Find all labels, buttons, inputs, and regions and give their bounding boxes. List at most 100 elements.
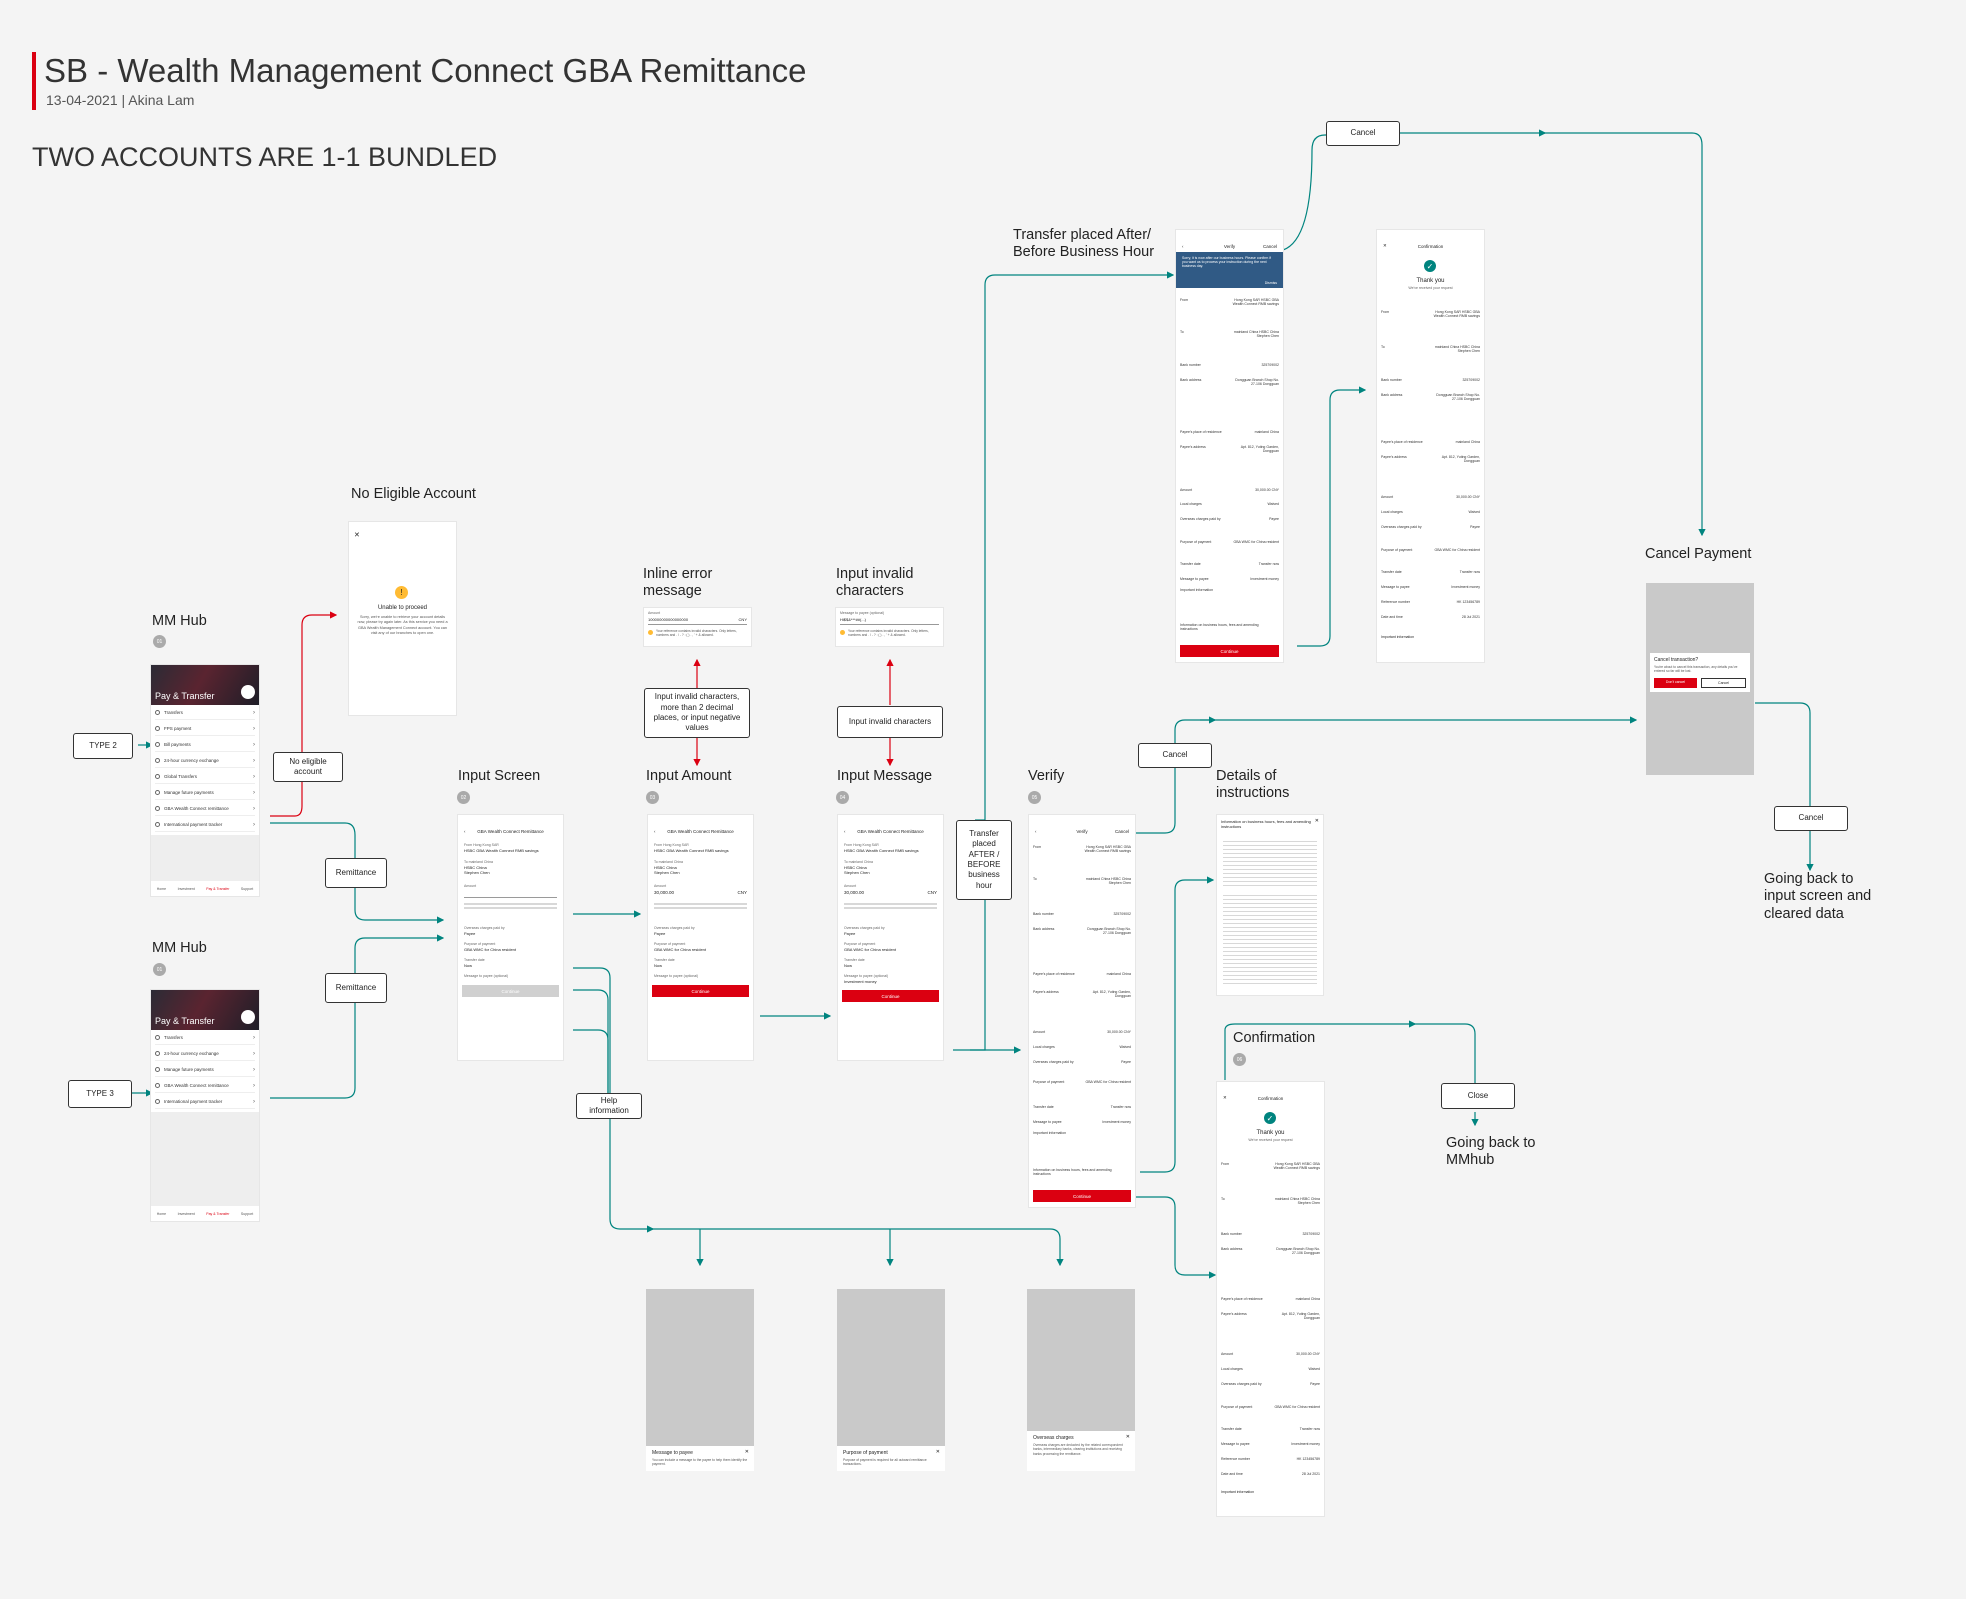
type2-box: TYPE 2 xyxy=(73,733,133,759)
chevron-right-icon: › xyxy=(253,757,255,764)
nav-pay-transfer[interactable]: Pay & Transfer xyxy=(206,886,230,891)
avatar[interactable] xyxy=(241,1010,255,1024)
hub-item[interactable]: Transfers› xyxy=(155,1031,255,1045)
close-icon[interactable]: ✕ xyxy=(744,1449,749,1455)
avatar[interactable] xyxy=(241,685,255,699)
continue-button[interactable]: Continue xyxy=(842,990,939,1002)
dont-cancel-button[interactable]: Don't cancel xyxy=(1654,677,1697,688)
step-badge-amount: 03 xyxy=(646,791,659,804)
verify-cancel-link[interactable]: Cancel xyxy=(1262,243,1277,249)
hub-item[interactable]: Bill payments› xyxy=(155,738,255,752)
hub-item[interactable]: International payment tracker› xyxy=(155,1095,255,1109)
close-icon[interactable]: ✕ xyxy=(1383,243,1387,248)
label-input-screen: Input Screen xyxy=(458,768,541,784)
nav-home[interactable]: Home xyxy=(156,886,167,891)
verify-cancel-link[interactable]: Cancel xyxy=(1114,828,1129,834)
purpose-value[interactable]: GBA WMC for China resident xyxy=(464,947,517,952)
label-confirmation: Confirmation xyxy=(1233,1030,1316,1046)
confirm-cancel-button[interactable]: Cancel xyxy=(1701,677,1746,688)
amount-value[interactable]: 30,000.00 xyxy=(654,890,675,895)
continue-button-disabled[interactable]: Continue xyxy=(462,985,559,997)
hub-item[interactable]: FPS payment› xyxy=(155,722,255,736)
chevron-right-icon: › xyxy=(253,741,255,748)
bottom-nav: Home Investment Pay & Transfer Support xyxy=(151,880,259,896)
charges-label: Overseas charges paid by xyxy=(464,926,505,930)
close-icon[interactable]: ✕ xyxy=(1314,818,1319,824)
close-icon[interactable]: ✕ xyxy=(1223,1095,1227,1100)
hub-item[interactable]: GBA Wealth Connect remittance› xyxy=(155,1079,255,1093)
screen-cancel-payment: Cancel transaction? You're about to canc… xyxy=(1646,583,1754,775)
hub-item[interactable]: GBA Wealth Connect remittance› xyxy=(155,802,255,816)
label-mm-hub-1: MM Hub xyxy=(152,613,207,629)
hub-item[interactable]: International payment tracker› xyxy=(155,818,255,832)
back-icon[interactable]: ‹ xyxy=(654,828,656,834)
nav-pay-transfer[interactable]: Pay & Transfer xyxy=(206,1211,230,1216)
confirm-header: ✕Confirmation xyxy=(1223,1095,1284,1101)
info-link[interactable]: Information on business hours, fees and … xyxy=(1033,1168,1112,1176)
chevron-right-icon: › xyxy=(253,1066,255,1073)
back-icon[interactable]: ‹ xyxy=(1182,243,1184,249)
amount-input[interactable] xyxy=(464,897,557,898)
help-sheet: Purpose of payment ✕ Purpose of payment … xyxy=(837,1446,945,1471)
check-icon: ✓ xyxy=(1264,1112,1276,1124)
nav-home[interactable]: Home xyxy=(156,1211,167,1216)
step-badge-hub1: 01 xyxy=(153,635,166,648)
label-mm-hub-2: MM Hub xyxy=(152,940,207,956)
close-icon[interactable]: ✕ xyxy=(1125,1434,1130,1440)
banner-dismiss[interactable]: Dismiss xyxy=(1264,281,1277,285)
hub-item[interactable]: Global Transfers› xyxy=(155,770,255,784)
date-value[interactable]: Now xyxy=(464,963,473,968)
connector-verify-details xyxy=(1140,876,1215,1173)
hub-item[interactable]: Manage future payments› xyxy=(155,786,255,800)
verify-continue-button[interactable]: Continue xyxy=(1033,1190,1131,1202)
connector-verify-confirm xyxy=(1136,1196,1217,1279)
message-value[interactable]: Investment money xyxy=(844,979,877,984)
back-icon[interactable]: ‹ xyxy=(1035,828,1037,834)
step-badge-confirm: 06 xyxy=(1233,1053,1246,1066)
type3-box: TYPE 3 xyxy=(68,1080,132,1108)
verify-continue-button[interactable]: Continue xyxy=(1180,645,1279,657)
charges-value[interactable]: Payee xyxy=(464,931,476,936)
amount-error-text: Your reference contains invalid characte… xyxy=(656,629,737,638)
connector-help-lines xyxy=(573,967,1064,1267)
close-icon[interactable]: ✕ xyxy=(354,532,360,539)
nav-support[interactable]: Support xyxy=(240,1211,254,1216)
nav-investment[interactable]: Investment xyxy=(177,1211,195,1216)
hub-item[interactable]: 24-hour currency exchange› xyxy=(155,1047,255,1061)
connector-after-confirm xyxy=(1297,386,1367,647)
label-going-back-hub: Going back to MMhub xyxy=(1446,1135,1536,1169)
nav-support[interactable]: Support xyxy=(240,886,254,891)
screen-help-purpose: Purpose of payment ✕ Purpose of payment … xyxy=(837,1289,945,1471)
close-icon[interactable]: ✕ xyxy=(935,1449,940,1455)
remittance-box-2: Remittance xyxy=(325,973,387,1003)
message-error-field[interactable]: Hi$$&***##(...) xyxy=(840,617,867,622)
continue-button[interactable]: Continue xyxy=(652,985,749,997)
transfer-icon xyxy=(155,710,160,715)
label-input-amount: Input Amount xyxy=(646,768,732,784)
back-icon[interactable]: ‹ xyxy=(464,828,466,834)
remittance-box-1: Remittance xyxy=(325,858,387,888)
amount-error-field[interactable]: 100000000000000000 xyxy=(648,617,689,622)
hub-item[interactable]: Manage future payments› xyxy=(155,1063,255,1077)
connector-confirm-close xyxy=(1224,1023,1476,1090)
back-icon[interactable]: ‹ xyxy=(844,828,846,834)
hub-item[interactable]: Transfers› xyxy=(155,706,255,720)
tracker-icon xyxy=(155,822,160,827)
nav-investment[interactable]: Investment xyxy=(177,886,195,891)
from-account[interactable]: HSBC GBA Wealth Connect RMB savings xyxy=(464,848,539,853)
hub-hero: Pay & Transfer xyxy=(151,665,259,705)
purpose-label: Purpose of payment xyxy=(464,942,496,946)
hub-item[interactable]: 24-hour currency exchange› xyxy=(155,754,255,768)
